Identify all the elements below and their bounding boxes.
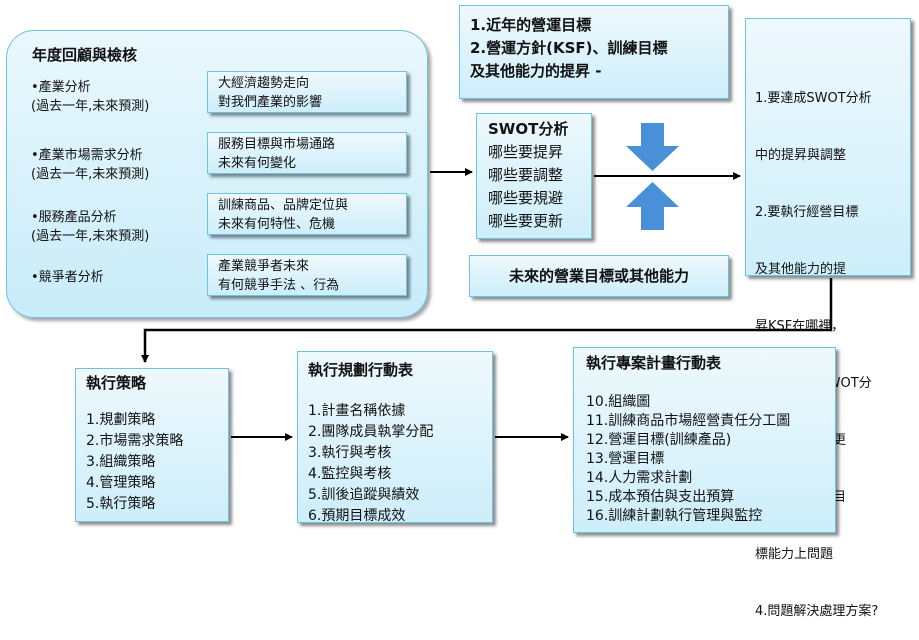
swot-line: 哪些要調整	[488, 166, 564, 184]
item-label: •產業分析	[31, 80, 91, 95]
review-item-competitor: •競爭者分析	[31, 268, 104, 287]
review-item-product: •服務產品分析 (過去一年,未來預測)	[31, 208, 149, 246]
connector-layer	[141, 123, 833, 441]
project-line: 13.營運目標	[586, 451, 665, 467]
project-line: 10.組織圖	[586, 394, 651, 410]
plan-line: 6.預期目標成效	[308, 508, 406, 524]
project-line: 12.營運目標(訓練產品)	[586, 432, 732, 448]
strategy-box: 執行策略 1.規劃策略 2.市場需求策略 3.組織策略 4.管理策略 5.執行策…	[75, 368, 229, 522]
question-line: 4.問題解決處理方案?	[755, 604, 879, 619]
plan-line: 3.執行與考核	[308, 445, 392, 461]
item-sub: (過去一年,未來預測)	[31, 167, 150, 182]
question-line: 2.要執行經營目標	[755, 205, 859, 220]
strategy-line: 2.市場需求策略	[86, 433, 184, 449]
plan-line: 5.訓後追蹤與績效	[308, 487, 420, 503]
question-line: 及其他能力的提	[755, 262, 847, 277]
item-label: •產業市場需求分析	[31, 148, 143, 163]
future-goals-box: 未來的營業目標或其他能力	[469, 255, 729, 297]
project-line: 11.訓練商品市場經營責任分工圖	[586, 413, 791, 429]
box-line: 大經濟趨勢走向	[218, 76, 310, 91]
box-line: 對我們產業的影響	[218, 95, 323, 110]
strategy-line: 1.規劃策略	[86, 412, 156, 428]
project-plan-box: 執行專案計畫行動表 10.組織圖 11.訓練商品市場經營責任分工圖 12.營運目…	[573, 347, 836, 533]
item-label: •競爭者分析	[31, 270, 104, 285]
strategy-title: 執行策略	[86, 374, 147, 392]
box-line: 產業競爭者未來	[218, 259, 310, 274]
item-sub: (過去一年,未來預測)	[31, 229, 150, 244]
swot-title: SWOT分析	[488, 120, 569, 138]
plan-line: 4.監控與考核	[308, 466, 392, 482]
box-line: 服務目標與市場通路	[218, 137, 336, 152]
project-line: 15.成本預估與支出預算	[586, 489, 735, 505]
question-line: 中的提昇與調整	[755, 148, 847, 163]
review-box-competitor: 產業競爭者未來 有何競爭手法 、行為	[207, 254, 407, 296]
swot-line: 哪些要規避	[488, 189, 564, 207]
up-arrow-icon	[626, 182, 679, 230]
swot-line: 哪些要提昇	[488, 143, 564, 161]
arrow-questions-to-strategy	[141, 278, 833, 363]
strategy-line: 3.組織策略	[86, 454, 156, 470]
box-line: 未來有何特性、危機	[218, 217, 336, 232]
review-box-product: 訓練商品、品牌定位與 未來有何特性、危機	[207, 193, 407, 235]
goal-line: 及其他能力的提昇 -	[470, 62, 602, 80]
operating-goals-box: 1.近年的營運目標 2.營運方針(KSF)、訓練目標 及其他能力的提昇 -	[459, 5, 729, 99]
swot-box: SWOT分析 哪些要提昇 哪些要調整 哪些要規避 哪些要更新	[476, 113, 592, 239]
item-label: •服務產品分析	[31, 210, 117, 225]
question-line: 1.要達成SWOT分析	[755, 91, 872, 106]
project-line: 16.訓練計劃執行管理與監控	[586, 508, 763, 524]
down-arrow-icon	[626, 123, 679, 171]
plan-line: 1.計畫名稱依據	[308, 403, 406, 419]
project-line: 14.人力需求計劃	[586, 470, 693, 486]
action-plan-box: 執行規劃行動表 1.計畫名稱依據 2.團隊成員執掌分配 3.執行與考核 4.監控…	[297, 351, 493, 524]
review-item-industry: •產業分析 (過去一年,未來預測)	[31, 78, 149, 116]
goal-line: 2.營運方針(KSF)、訓練目標	[470, 39, 668, 57]
goal-line: 1.近年的營運目標	[470, 16, 592, 34]
box-line: 未來有何變化	[218, 156, 297, 171]
review-box-market: 服務目標與市場通路 未來有何變化	[207, 132, 407, 174]
plan-title: 執行規劃行動表	[308, 361, 414, 379]
project-title: 執行專案計畫行動表	[586, 354, 722, 372]
box-line: 訓練商品、品牌定位與	[218, 198, 349, 213]
swot-line: 哪些要更新	[488, 212, 564, 230]
review-item-market: •產業市場需求分析 (過去一年,未來預測)	[31, 146, 149, 184]
item-sub: (過去一年,未來預測)	[31, 99, 150, 114]
plan-line: 2.團隊成員執掌分配	[308, 424, 434, 440]
strategy-line: 5.執行策略	[86, 496, 156, 512]
strategy-line: 4.管理策略	[86, 475, 156, 491]
question-line: 標能力上問題	[755, 547, 834, 562]
box-line: 有何競爭手法 、行為	[218, 278, 340, 293]
review-title: 年度回顧與檢核	[32, 46, 138, 64]
review-box-industry: 大經濟趨勢走向 對我們產業的影響	[207, 71, 407, 113]
